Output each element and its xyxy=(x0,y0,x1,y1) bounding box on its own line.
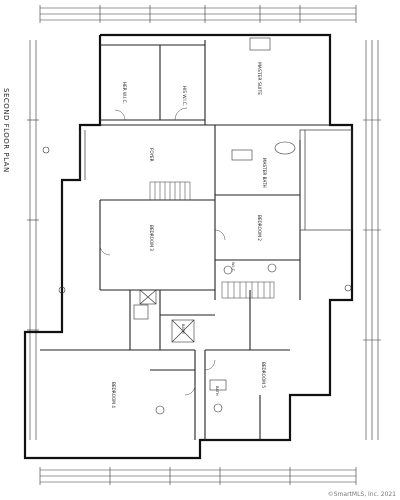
room-label-her-wic: HER W.I.C. xyxy=(122,82,127,104)
drawing-title: SECOND FLOOR PLAN xyxy=(2,88,18,198)
room-label-bedroom-2: BEDROOM 2 xyxy=(257,215,262,241)
stairs-top xyxy=(149,181,191,201)
room-label-master-suite: MASTER SUITE xyxy=(256,62,262,95)
copyright-notice: ©SmartMLS, Inc. 2021 xyxy=(327,491,396,498)
interior-walls xyxy=(40,40,330,440)
stairs-middle xyxy=(221,281,275,299)
room-label-bedroom-4: BEDROOM 4 xyxy=(111,382,116,408)
room-label-bath-2: BATH xyxy=(215,386,219,396)
fixtures xyxy=(133,37,296,415)
room-label-foyer: FOYER xyxy=(149,148,154,162)
railing xyxy=(79,129,353,231)
room-labels: HER W.I.C. HIS W.I.C. MASTER SUITE FOYER… xyxy=(111,62,267,408)
room-label-bedroom-5: BEDROOM 5 xyxy=(261,362,266,388)
room-label-his-wic: HIS W.I.C. xyxy=(182,86,187,106)
dimension-ticks xyxy=(27,5,381,485)
grid-markers xyxy=(42,146,352,294)
doors xyxy=(99,107,226,396)
dimension-lines xyxy=(29,7,379,483)
room-label-wic: W.I.C. xyxy=(231,262,235,272)
room-label-bath-1: BATH xyxy=(181,324,185,334)
room-label-master-bath: MASTER BATH xyxy=(262,158,267,188)
room-label-bedroom-3: BEDROOM 3 xyxy=(149,225,154,251)
drawing-title-text: SECOND FLOOR PLAN xyxy=(2,88,10,173)
